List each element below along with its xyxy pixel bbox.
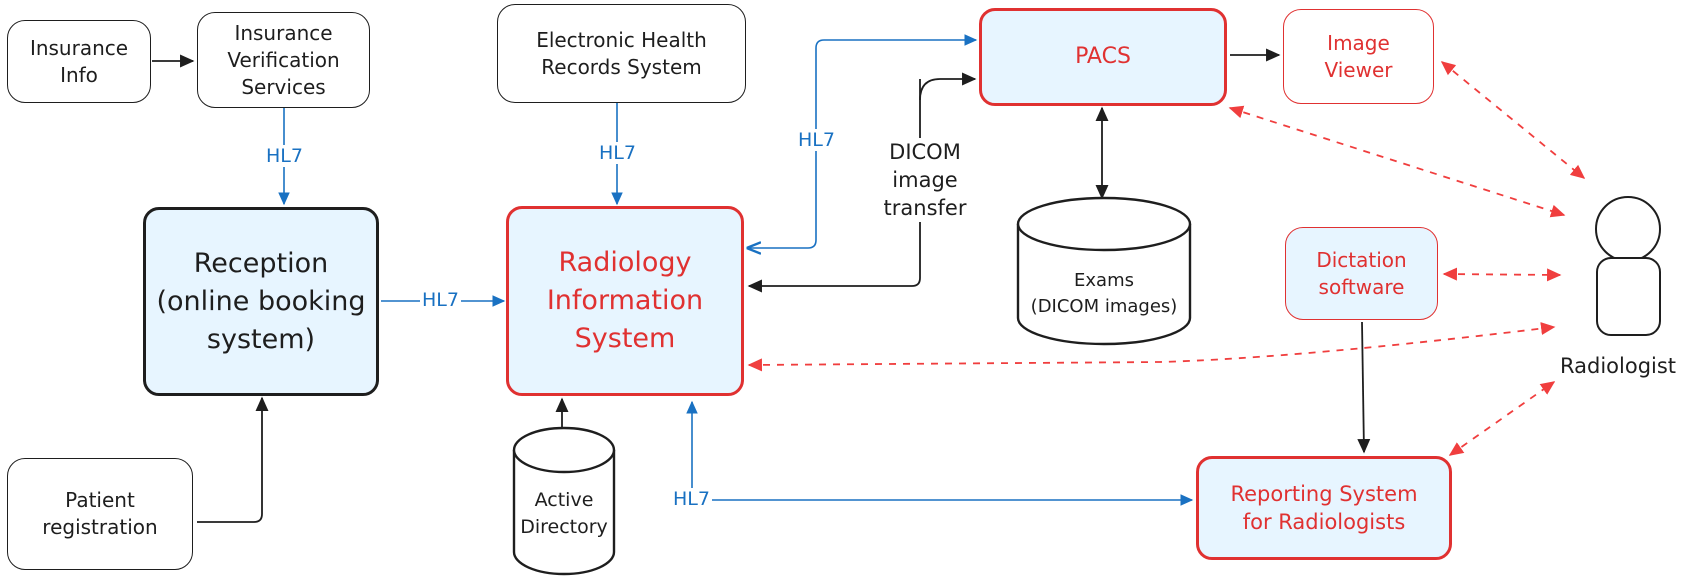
arrow-registration-to-reception — [197, 396, 269, 523]
reporting-system-box: Reporting System for Radiologists — [1196, 456, 1452, 560]
reception-line-1: Reception — [193, 247, 329, 279]
insurance-verification-line-3: Services — [241, 74, 326, 99]
pacs-box: PACS — [979, 8, 1227, 106]
arrow-dashed-dictation-radiologist — [1442, 267, 1562, 282]
image-viewer-line-1: Image — [1327, 30, 1390, 55]
arrow-dicom-to-pacs — [919, 72, 977, 101]
arrow-dashed-pacs-radiologist — [1228, 105, 1566, 218]
active-directory-label: Active Directory — [514, 487, 614, 541]
ris-line-2: Information — [546, 285, 704, 316]
arrow-dicom-transfer — [747, 79, 921, 293]
dictation-line-2: software — [1318, 274, 1405, 299]
insurance-info-line-1: Insurance — [29, 35, 129, 60]
image-viewer-box: Image Viewer — [1283, 9, 1434, 104]
pacs-label: PACS — [1075, 44, 1131, 69]
reporting-line-1: Reporting System — [1230, 482, 1418, 506]
dictation-software-box: Dictation software — [1285, 227, 1438, 320]
hl7-label-ris-pacs: HL7 — [796, 129, 837, 151]
hl7-label-reception-ris: HL7 — [420, 289, 461, 311]
active-directory-line-2: Directory — [520, 516, 608, 538]
exams-line-2: (DICOM images) — [1030, 296, 1178, 317]
reception-line-3: system) — [206, 323, 316, 355]
person-icon — [1595, 196, 1661, 336]
active-directory-line-1: Active — [534, 489, 594, 511]
ris-line-3: System — [574, 323, 676, 354]
arrow-dictation-to-reporting — [1357, 321, 1371, 454]
insurance-verification-line-2: Verification — [227, 47, 340, 72]
insurance-verification-line-1: Insurance — [234, 20, 333, 45]
dicom-transfer-label: DICOM image transfer — [870, 138, 980, 222]
hl7-label-verification-reception: HL7 — [264, 145, 305, 167]
reporting-line-2: for Radiologists — [1242, 510, 1406, 534]
exams-label: Exams (DICOM images) — [1018, 268, 1190, 320]
dicom-line-1: DICOM — [889, 140, 961, 164]
exams-line-1: Exams — [1074, 270, 1134, 291]
hl7-label-ris-reporting: HL7 — [671, 488, 712, 510]
patient-registration-box: Patient registration — [7, 458, 193, 570]
arrow-dashed-reporting-radiologist — [1448, 381, 1556, 456]
insurance-info-box: Insurance Info — [7, 20, 151, 103]
radiologist-label: Radiologist — [1560, 354, 1677, 378]
dicom-line-3: transfer — [883, 196, 967, 220]
patient-registration-line-1: Patient — [65, 488, 135, 512]
hl7-label-ehr-ris: HL7 — [597, 142, 638, 164]
ehr-line-2: Records System — [541, 54, 702, 79]
dictation-line-1: Dictation — [1316, 247, 1407, 272]
arrow-dashed-ris-radiologist — [747, 322, 1556, 372]
ehr-line-1: Electronic Health — [536, 27, 707, 52]
ris-box: Radiology Information System — [506, 206, 744, 396]
dicom-line-2: image — [892, 168, 958, 192]
ehr-box: Electronic Health Records System — [497, 4, 746, 103]
arrow-dashed-viewer-radiologist — [1440, 61, 1586, 179]
ris-line-1: Radiology — [558, 247, 692, 278]
reception-line-2: (online booking — [156, 285, 366, 317]
insurance-verification-box: Insurance Verification Services — [197, 12, 370, 108]
patient-registration-line-2: registration — [42, 515, 158, 539]
insurance-info-line-2: Info — [60, 62, 98, 87]
active-directory-database-shape — [512, 426, 616, 576]
reception-box: Reception (online booking system) — [143, 207, 379, 396]
image-viewer-line-2: Viewer — [1324, 57, 1393, 82]
exams-database-shape — [1016, 196, 1192, 346]
